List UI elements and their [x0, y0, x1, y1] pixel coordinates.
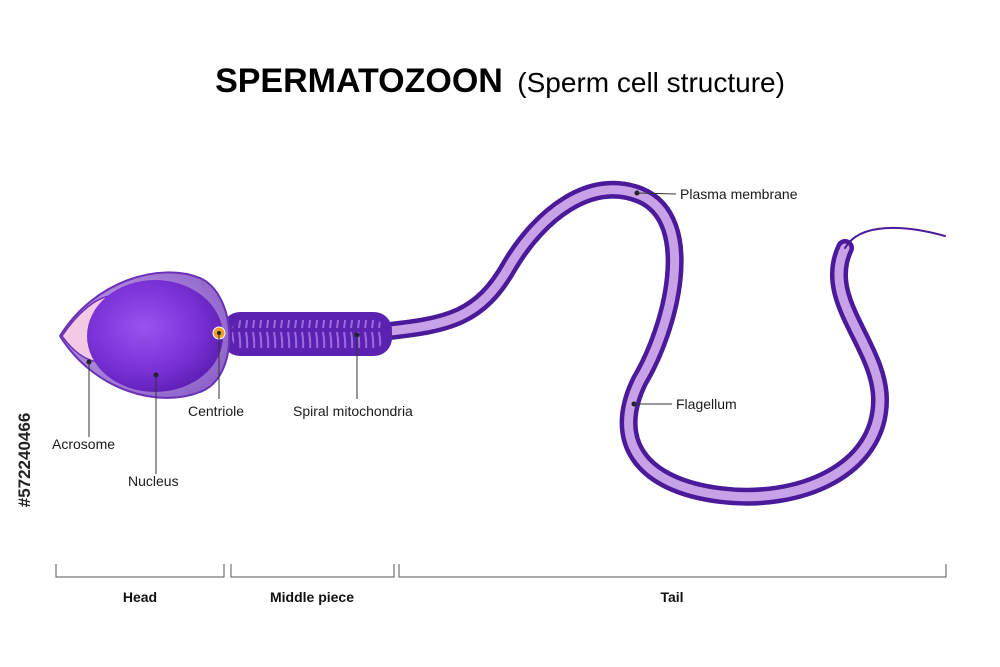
- segment-label-tail: Tail: [660, 589, 683, 605]
- label-plasma-membrane-group: Plasma membrane: [634, 186, 798, 202]
- bracket-tail: [398, 564, 947, 578]
- label-centriole: Centriole: [188, 403, 244, 419]
- title-main: SPERMATOZOON: [215, 62, 503, 100]
- spiral-mitochondria-coil: [232, 320, 384, 348]
- label-flagellum: Flagellum: [676, 396, 737, 412]
- watermark-id: #572240466: [15, 413, 34, 508]
- diagram-title: SPERMATOZOON (Sperm cell structure): [215, 62, 785, 100]
- flagellum-outer: [371, 180, 890, 506]
- nucleus: [87, 280, 223, 392]
- label-nucleus: Nucleus: [128, 473, 179, 489]
- segment-label-head: Head: [123, 589, 157, 605]
- label-acrosome-group: Acrosome: [52, 359, 115, 452]
- bracket-head: [55, 564, 225, 578]
- label-plasma-membrane: Plasma membrane: [680, 186, 798, 202]
- label-spiral-mitochondria-group: Spiral mitochondria: [293, 332, 413, 419]
- label-centriole-group: Centriole: [188, 331, 244, 419]
- segment-label-middle-piece: Middle piece: [270, 589, 354, 605]
- label-flagellum-group: Flagellum: [631, 396, 737, 412]
- bracket-middle-piece: [230, 564, 395, 578]
- title-sub: (Sperm cell structure): [517, 67, 785, 98]
- label-acrosome: Acrosome: [52, 436, 115, 452]
- label-spiral-mitochondria: Spiral mitochondria: [293, 403, 413, 419]
- label-nucleus-group: Nucleus: [128, 372, 179, 489]
- flagellum-inner: [375, 185, 885, 502]
- flagellum-end-piece: [844, 226, 946, 249]
